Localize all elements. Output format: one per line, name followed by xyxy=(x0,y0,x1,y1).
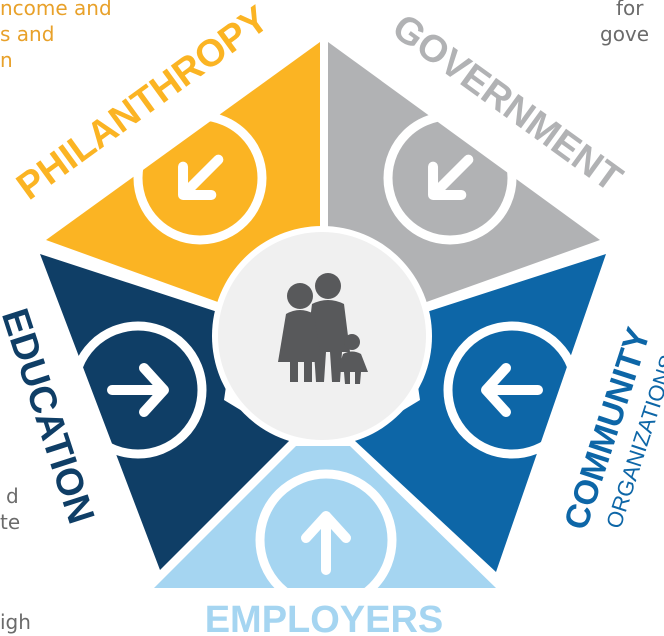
fragment-top-left-3: n xyxy=(0,48,13,72)
label-employers: EMPLOYERS xyxy=(205,599,444,636)
employers-arrow-icon xyxy=(255,469,397,611)
community-arrow-icon xyxy=(443,321,581,459)
fragment-top-right-2: gove xyxy=(600,22,650,46)
government-arrow-icon xyxy=(383,111,517,245)
fragment-bottom-left-1: igh xyxy=(0,610,31,634)
segment-government xyxy=(328,42,600,310)
fragment-left-mid-2: te xyxy=(0,510,21,534)
family-icon xyxy=(278,273,368,384)
philanthropy-arrow-icon xyxy=(133,111,267,245)
fragment-top-right-1: for xyxy=(616,0,644,20)
education-arrow-icon xyxy=(69,321,207,459)
fragment-left-mid-1: d xyxy=(6,484,19,508)
fragment-top-left-1: ncome and xyxy=(0,0,112,20)
fragment-top-left-2: s and xyxy=(0,22,55,46)
